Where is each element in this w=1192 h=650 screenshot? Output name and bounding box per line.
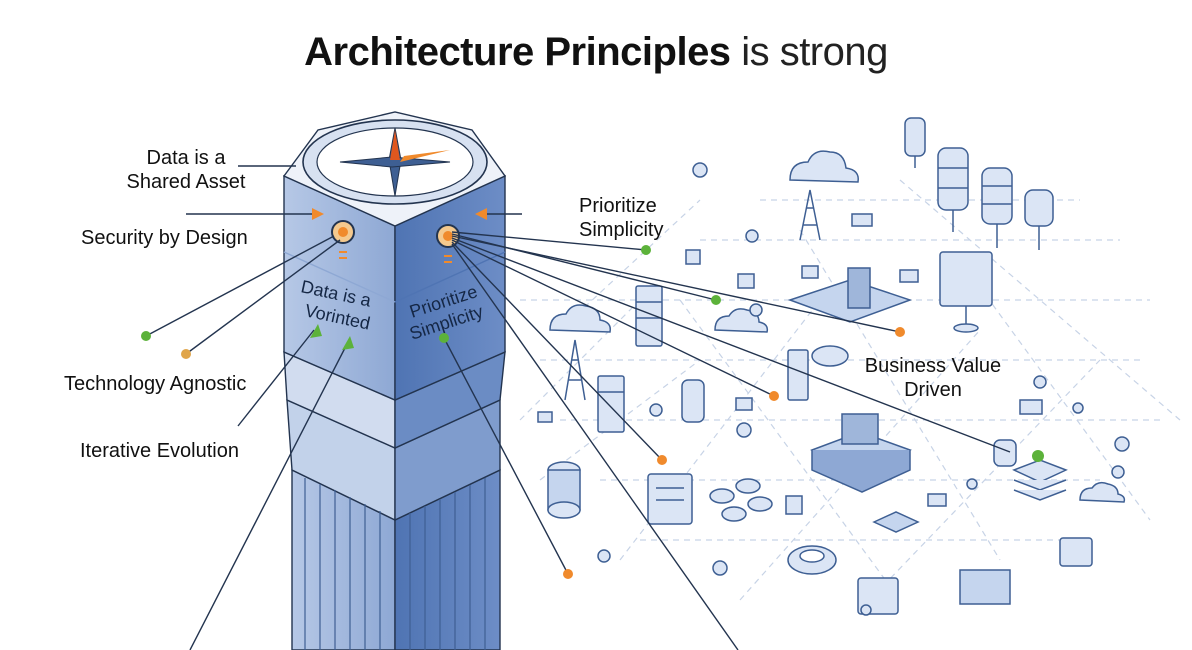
label-prioritize-line1: Prioritize bbox=[579, 195, 657, 217]
label-business-value-driven: Business Value Driven bbox=[858, 354, 1008, 402]
label-technology-agnostic: Technology Agnostic bbox=[64, 373, 247, 395]
arrow-right-icon bbox=[312, 208, 324, 220]
label-security-by-design: Security by Design bbox=[81, 227, 248, 249]
connector-lines bbox=[145, 165, 1011, 650]
chip-icon bbox=[872, 511, 920, 533]
database-icon bbox=[904, 117, 926, 168]
label-iterative-evolution: Iterative Evolution bbox=[80, 440, 239, 462]
arrow-left-icon bbox=[475, 208, 487, 220]
chat-icon bbox=[1059, 537, 1093, 567]
database-icon bbox=[937, 147, 969, 232]
database-icon bbox=[547, 461, 581, 519]
label-prioritize-simplicity: Prioritize Simplicity bbox=[579, 194, 663, 242]
gauge-icon bbox=[331, 220, 355, 259]
page-title: Architecture Principles is strong bbox=[0, 30, 1192, 75]
title-normal: is strong bbox=[741, 30, 888, 74]
ring-icon bbox=[787, 545, 837, 575]
database-icon bbox=[981, 167, 1013, 248]
cabinet-icon bbox=[787, 349, 809, 401]
label-business-line2: Driven bbox=[904, 379, 962, 401]
gauge-icon bbox=[436, 224, 460, 263]
database-icon bbox=[681, 379, 705, 423]
cloud-icon bbox=[549, 304, 612, 333]
label-data-shared-asset: Data is a Shared Asset bbox=[106, 146, 266, 194]
storage-cluster-icon bbox=[709, 478, 773, 522]
title-bold: Architecture Principles bbox=[304, 30, 731, 74]
stack-icon bbox=[1012, 459, 1068, 501]
tower-icon bbox=[799, 189, 821, 241]
background-icons bbox=[537, 117, 1130, 616]
arrow-up-icon bbox=[310, 324, 322, 338]
label-prioritize-line2: Simplicity bbox=[579, 219, 664, 241]
server-rack-icon bbox=[597, 375, 625, 433]
cloud-icon bbox=[789, 150, 859, 183]
hub-platform-icon bbox=[810, 413, 912, 493]
arrow-icons bbox=[310, 208, 487, 350]
compass-icon bbox=[302, 119, 488, 205]
database-icon bbox=[993, 439, 1017, 467]
label-data-shared-line1: Data is a bbox=[146, 147, 226, 169]
server-rack-icon bbox=[635, 285, 663, 347]
label-business-line1: Business Value bbox=[864, 355, 1002, 377]
blocks-icon bbox=[959, 569, 1011, 605]
cloud-icon bbox=[1079, 481, 1126, 503]
arrow-up-icon bbox=[342, 336, 354, 350]
server-platform-icon bbox=[787, 267, 913, 323]
node-dots bbox=[141, 245, 1044, 579]
database-icon bbox=[1024, 189, 1054, 250]
document-icon bbox=[647, 473, 693, 525]
monitor-icon bbox=[939, 251, 993, 333]
tower-icon bbox=[564, 339, 586, 401]
label-data-shared-line2: Shared Asset bbox=[126, 171, 246, 193]
cylinder-icon bbox=[811, 345, 849, 367]
